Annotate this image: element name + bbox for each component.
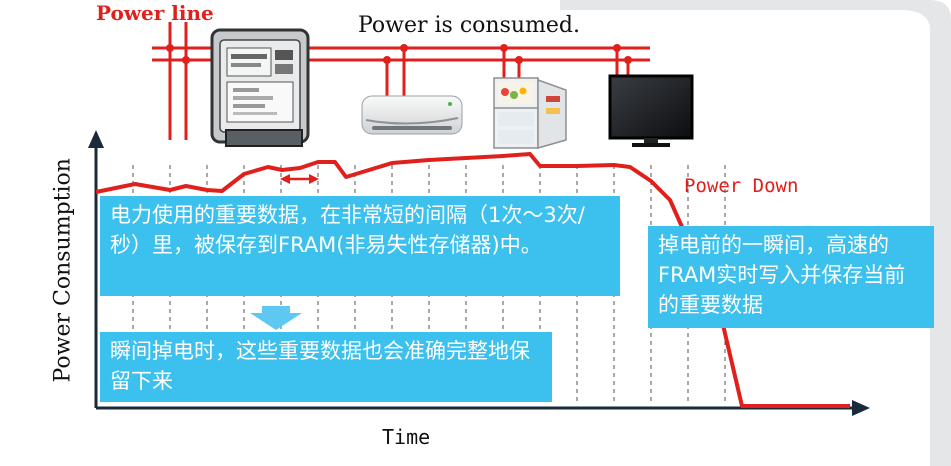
y-axis-label: Power Consumption bbox=[50, 158, 76, 383]
refrigerator-icon bbox=[493, 77, 567, 149]
down-arrow-icon bbox=[250, 306, 302, 330]
power-down-label: Power Down bbox=[684, 175, 799, 197]
power-line-label: Power line bbox=[96, 1, 214, 25]
interval-marker bbox=[280, 174, 319, 184]
y-axis-arrow bbox=[88, 130, 104, 148]
power-meter-icon bbox=[210, 28, 310, 147]
television-icon bbox=[608, 74, 694, 147]
power-line-junctions bbox=[166, 44, 632, 64]
power-consumed-label: Power is consumed. bbox=[358, 13, 580, 38]
power-consumption-line bbox=[95, 152, 850, 408]
x-axis-arrow bbox=[852, 400, 870, 416]
air-conditioner-icon bbox=[361, 95, 463, 135]
callout-instant-power-loss: 瞬间掉电时，这些重要数据也会准确完整地保留下来 bbox=[100, 332, 552, 402]
callout-before-power-down: 掉电前的一瞬间，高速的FRAM实时写入并保存当前的重要数据 bbox=[648, 226, 934, 328]
chart-axes bbox=[88, 130, 870, 416]
x-axis-label: Time bbox=[382, 425, 431, 449]
callout-save-interval: 电力使用的重要数据，在非常短的间隔（1次～3次/秒）里，被保存到FRAM(非易失… bbox=[100, 196, 620, 296]
